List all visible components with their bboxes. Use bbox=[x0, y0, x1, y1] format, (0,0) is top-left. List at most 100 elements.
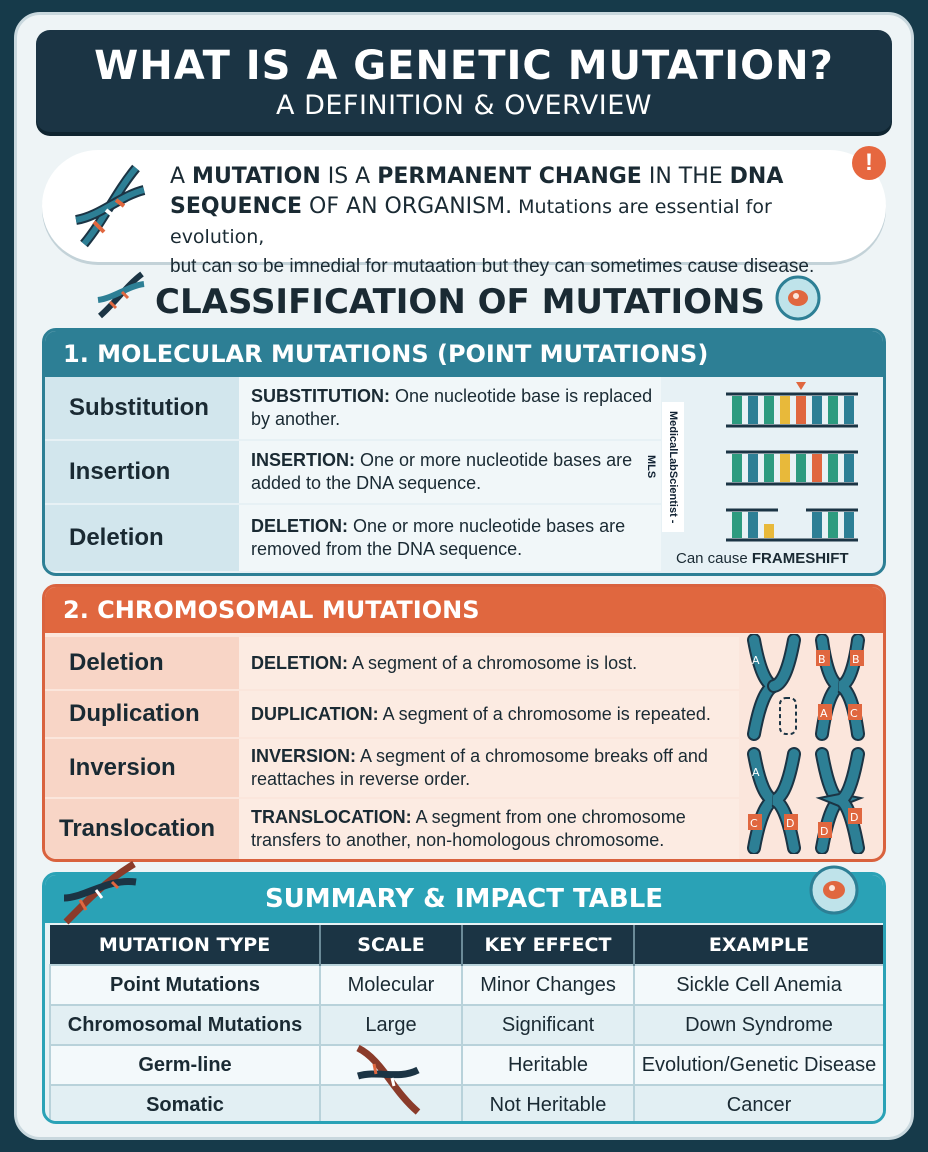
row-description: DUPLICATION: A segment of a chromosome i… bbox=[239, 691, 739, 737]
row-term: DELETION: bbox=[251, 516, 348, 536]
row-description: INSERTION: One or more nucleotide bases … bbox=[239, 441, 661, 503]
dna-strand-illustration bbox=[726, 382, 858, 542]
def-part1: A bbox=[170, 164, 193, 189]
dna-helix-icon bbox=[63, 860, 137, 925]
cell-effect: Heritable bbox=[461, 1044, 635, 1086]
def-bold-change: PERMANENT CHANGE bbox=[377, 164, 642, 189]
row-term: DELETION: bbox=[251, 652, 348, 673]
frameshift-note: Can cause FRAMESHIFT bbox=[676, 550, 849, 567]
definition-text: A MUTATION IS A PERMANENT CHANGE IN THE … bbox=[170, 162, 870, 282]
watermark-text: MedicalLabScientist - MLS bbox=[645, 402, 684, 532]
row-desc-text: A segment of a chromosome breaks off and… bbox=[251, 746, 708, 789]
cell-type: Point Mutations bbox=[49, 964, 321, 1006]
row-desc-text: A segment of a chromosome is repeated. bbox=[378, 703, 711, 724]
row-desc-text: One nucleotide base is replaced by anoth… bbox=[251, 386, 653, 429]
chromosome-deletion-icon bbox=[747, 634, 801, 741]
def-small2: but can so be imnedial for mutaation but… bbox=[170, 256, 815, 277]
molecular-row-deletion: Deletion DELETION: One or more nucleotid… bbox=[45, 505, 661, 571]
chromo-letter-c2: C bbox=[750, 817, 758, 830]
cell-effect: Significant bbox=[461, 1004, 635, 1046]
chromo-letter-d1: D bbox=[786, 817, 794, 830]
cell-scale: Molecular bbox=[319, 964, 463, 1006]
table-row: Somatic Not Heritable Cancer bbox=[49, 1084, 883, 1121]
chromosomal-panel-title: 2. CHROMOSOMAL MUTATIONS bbox=[45, 587, 883, 633]
row-term: INVERSION: bbox=[251, 746, 357, 766]
row-label: Substitution bbox=[45, 377, 239, 439]
row-desc-text: A segment from one chromosome transfers … bbox=[251, 807, 686, 850]
col-header-type: MUTATION TYPE bbox=[50, 925, 321, 965]
def-small1: Mutations are essential for evolution, bbox=[170, 196, 772, 248]
row-desc-text: A segment of a chromosome is lost. bbox=[348, 652, 638, 673]
row-description: DELETION: A segment of a chromosome is l… bbox=[239, 637, 739, 689]
row-term: DUPLICATION: bbox=[251, 703, 379, 724]
cell-scale: Large bbox=[319, 1004, 463, 1046]
chromosomal-row-duplication: Duplication DUPLICATION: A segment of a … bbox=[45, 691, 739, 737]
row-description: DELETION: One or more nucleotide bases a… bbox=[239, 505, 661, 571]
cell-example: Sickle Cell Anemia bbox=[633, 964, 883, 1006]
table-header-row: MUTATION TYPE SCALE KEY EFFECT EXAMPLE bbox=[50, 925, 883, 965]
chromo-letter-b2: B bbox=[852, 653, 860, 666]
cell-effect: Minor Changes bbox=[461, 964, 635, 1006]
cell-effect: Not Heritable bbox=[461, 1084, 635, 1121]
summary-title: SUMMARY & IMPACT TABLE bbox=[45, 875, 883, 923]
chromosomal-row-inversion: Inversion INVERSION: A segment of a chro… bbox=[45, 739, 739, 797]
table-row: Chromosomal Mutations Large Significant … bbox=[49, 1004, 883, 1046]
chromo-letter-a: A bbox=[752, 654, 760, 667]
summary-panel: SUMMARY & IMPACT TABLE MUTATION TYPE SCA… bbox=[42, 872, 886, 1124]
chromo-letter-c1: C bbox=[850, 707, 858, 720]
dna-helix-icon bbox=[97, 271, 145, 319]
row-description: SUBSTITUTION: One nucleotide base is rep… bbox=[239, 377, 661, 439]
cell-icon bbox=[775, 275, 821, 321]
alert-icon: ! bbox=[852, 146, 886, 180]
insertion-strand bbox=[726, 450, 858, 486]
row-desc-text: One or more nucleotide bases are removed… bbox=[251, 516, 626, 559]
row-term: SUBSTITUTION: bbox=[251, 386, 390, 406]
row-desc-text: One or more nucleotide bases are added t… bbox=[251, 450, 633, 493]
summary-table: MUTATION TYPE SCALE KEY EFFECT EXAMPLE P… bbox=[49, 925, 883, 1121]
col-header-effect: KEY EFFECT bbox=[462, 925, 635, 965]
def-part3: IN THE bbox=[641, 164, 730, 189]
row-description: INVERSION: A segment of a chromosome bre… bbox=[239, 739, 739, 797]
cell-scale bbox=[319, 1084, 463, 1121]
cell-example: Cancer bbox=[633, 1084, 883, 1121]
table-row: Germ-line Heritable Evolution/Genetic Di… bbox=[49, 1044, 883, 1086]
row-label: Duplication bbox=[45, 691, 239, 737]
chromosomal-row-deletion: Deletion DELETION: A segment of a chromo… bbox=[45, 637, 739, 689]
row-term: INSERTION: bbox=[251, 450, 356, 470]
def-bold-dna: DNA SEQUENCE bbox=[170, 164, 784, 219]
molecular-row-insertion: Insertion INSERTION: One or more nucleot… bbox=[45, 441, 661, 503]
cell-example: Down Syndrome bbox=[633, 1004, 883, 1046]
page-title: WHAT IS A GENETIC MUTATION? bbox=[94, 43, 834, 89]
def-bold-mutation: MUTATION bbox=[192, 164, 321, 189]
row-label: Inversion bbox=[45, 739, 239, 797]
frameshift-bold: FRAMESHIFT bbox=[751, 550, 849, 567]
cell-type: Germ-line bbox=[49, 1044, 321, 1086]
def-part2: IS A bbox=[320, 164, 378, 189]
chromo-letter-a2: A bbox=[820, 707, 828, 720]
definition-box: A MUTATION IS A PERMANENT CHANGE IN THE … bbox=[42, 150, 886, 277]
chromosome-translocation-icon bbox=[815, 747, 865, 854]
row-label: Translocation bbox=[45, 799, 239, 859]
def-part4: OF AN ORGANISM. bbox=[302, 194, 513, 219]
chromosomal-mutations-panel: 2. CHROMOSOMAL MUTATIONS Deletion DELETI… bbox=[42, 584, 886, 862]
molecular-panel-title: 1. MOLECULAR MUTATIONS (POINT MUTATIONS) bbox=[45, 331, 883, 377]
chromosome-inversion-icon bbox=[747, 747, 801, 854]
col-header-example: EXAMPLE bbox=[634, 925, 883, 965]
dna-helix-icon bbox=[74, 164, 146, 248]
chromosome-illustration: A B B A C A C D D D bbox=[747, 634, 865, 854]
deletion-strand bbox=[726, 508, 858, 542]
cell-type: Somatic bbox=[49, 1084, 321, 1121]
frameshift-prefix: Can cause bbox=[676, 550, 752, 567]
header-banner: WHAT IS A GENETIC MUTATION? A DEFINITION… bbox=[36, 30, 892, 132]
chromo-letter-d3: D bbox=[850, 811, 858, 824]
molecular-row-substitution: Substitution SUBSTITUTION: One nucleotid… bbox=[45, 377, 661, 439]
cell-icon bbox=[809, 865, 859, 915]
row-label: Deletion bbox=[45, 637, 239, 689]
cell-example: Evolution/Genetic Disease bbox=[633, 1044, 883, 1086]
row-description: TRANSLOCATION: A segment from one chromo… bbox=[239, 799, 739, 859]
chromosome-duplication-icon bbox=[815, 634, 865, 741]
chromo-letter-b1: B bbox=[818, 653, 826, 666]
row-label: Insertion bbox=[45, 441, 239, 503]
row-label: Deletion bbox=[45, 505, 239, 571]
chromo-letter-d2: D bbox=[820, 825, 828, 838]
